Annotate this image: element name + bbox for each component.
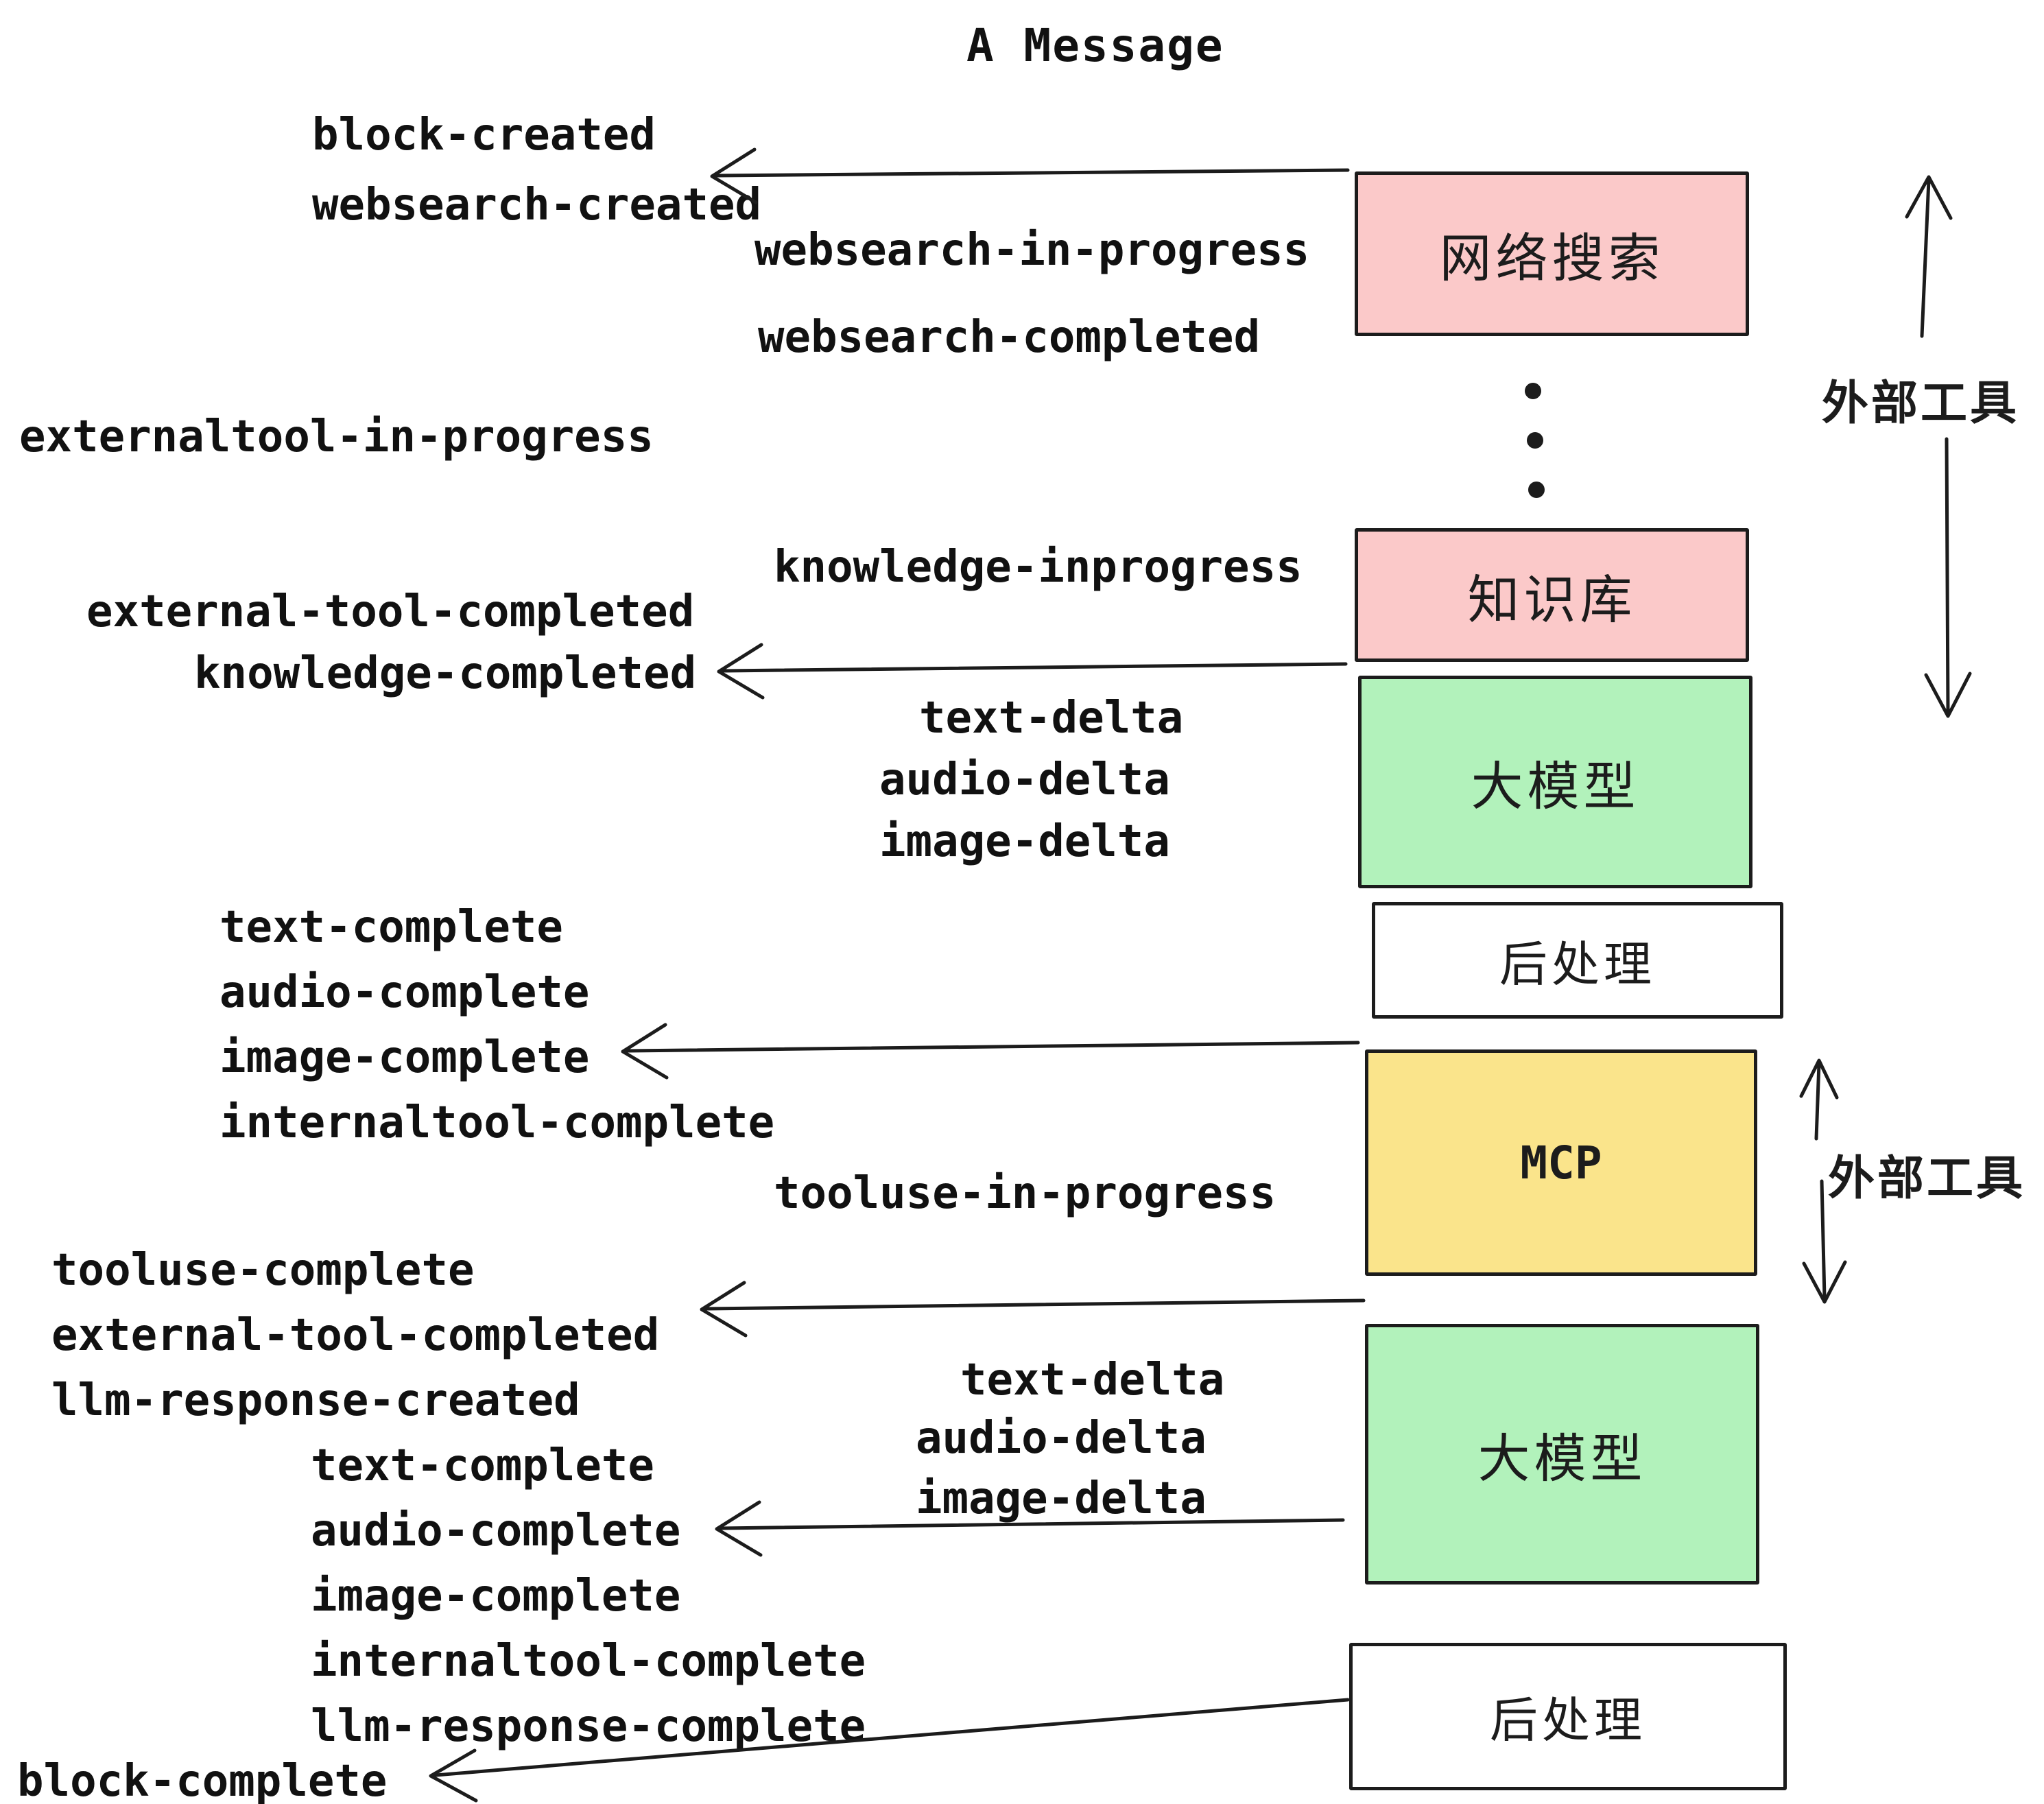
event-label-image-delta-2: image-delta [916, 1473, 1207, 1524]
event-label-image-delta: image-delta [879, 816, 1170, 867]
event-label-image-complete: image-complete [219, 1032, 590, 1083]
diagram-title: A Message [966, 19, 1224, 72]
box-mcp-label: MCP [1520, 1136, 1602, 1189]
event-label-external-tool-completed-2: external-tool-completed [51, 1310, 660, 1361]
box-knowledge-base-label: 知识库 [1467, 571, 1637, 630]
box-knowledge-base: 知识库 [1355, 528, 1749, 662]
box-llm-1-label: 大模型 [1471, 758, 1640, 816]
event-label-knowledge-completed: knowledge-completed [194, 648, 697, 699]
external-tools-up-arrow [1905, 175, 1953, 338]
ellipsis-dots [1525, 383, 1545, 498]
event-label-internaltool-complete-2: internaltool-complete [311, 1636, 866, 1687]
box-web-search-label: 网络搜索 [1439, 230, 1665, 288]
event-label-audio-delta: audio-delta [879, 755, 1170, 805]
event-label-audio-delta-2: audio-delta [916, 1413, 1207, 1464]
event-label-tooluse-complete: tooluse-complete [51, 1245, 475, 1296]
event-label-audio-complete-2: audio-complete [311, 1506, 681, 1556]
event-label-external-tool-completed: external-tool-completed [86, 586, 695, 637]
event-label-llm-response-created: llm-response-created [51, 1375, 580, 1426]
external-tools-label-mcp: 外部工具 [1828, 1152, 2026, 1204]
event-label-text-delta: text-delta [919, 693, 1184, 744]
event-label-websearch-completed: websearch-completed [758, 312, 1261, 363]
box-post-process-2: 后处理 [1349, 1643, 1787, 1790]
event-label-image-complete-2: image-complete [311, 1571, 681, 1622]
mcp-up-arrow [1799, 1058, 1839, 1141]
external-tools-down-arrow [1924, 437, 1972, 718]
box-llm-2: 大模型 [1365, 1324, 1759, 1585]
arrow-image-complete [621, 1023, 1360, 1080]
event-label-externaltool-in-progress: externaltool-in-progress [19, 412, 654, 462]
box-web-search: 网络搜索 [1355, 171, 1749, 336]
event-label-websearch-in-progress: websearch-in-progress [754, 225, 1310, 276]
event-label-audio-complete: audio-complete [219, 967, 590, 1018]
box-mcp: MCP [1365, 1049, 1757, 1276]
event-label-block-complete: block-complete [17, 1756, 388, 1804]
event-label-llm-response-complete: llm-response-complete [311, 1701, 866, 1752]
event-label-text-delta-2: text-delta [960, 1355, 1225, 1405]
arrow-knowledge-completed [717, 643, 1348, 700]
box-post-process-1-label: 后处理 [1499, 937, 1656, 991]
event-label-text-complete-2: text-complete [311, 1440, 654, 1491]
box-post-process-2-label: 后处理 [1490, 1694, 1646, 1747]
event-label-block-created: block-created [312, 110, 656, 161]
event-label-knowledge-inprogress: knowledge-inprogress [774, 542, 1303, 593]
event-label-internaltool-complete: internaltool-complete [219, 1097, 775, 1148]
event-label-websearch-created: websearch-created [312, 180, 762, 230]
box-llm-2-label: 大模型 [1477, 1430, 1647, 1488]
arrow-websearch-created [710, 147, 1350, 204]
event-label-text-complete: text-complete [219, 902, 563, 953]
event-label-tooluse-in-progress: tooluse-in-progress [774, 1168, 1276, 1219]
box-llm-1: 大模型 [1358, 676, 1752, 888]
external-tools-label-top: 外部工具 [1822, 377, 2020, 429]
arrow-external-tool-completed [700, 1281, 1366, 1338]
box-post-process-1: 后处理 [1372, 902, 1783, 1019]
